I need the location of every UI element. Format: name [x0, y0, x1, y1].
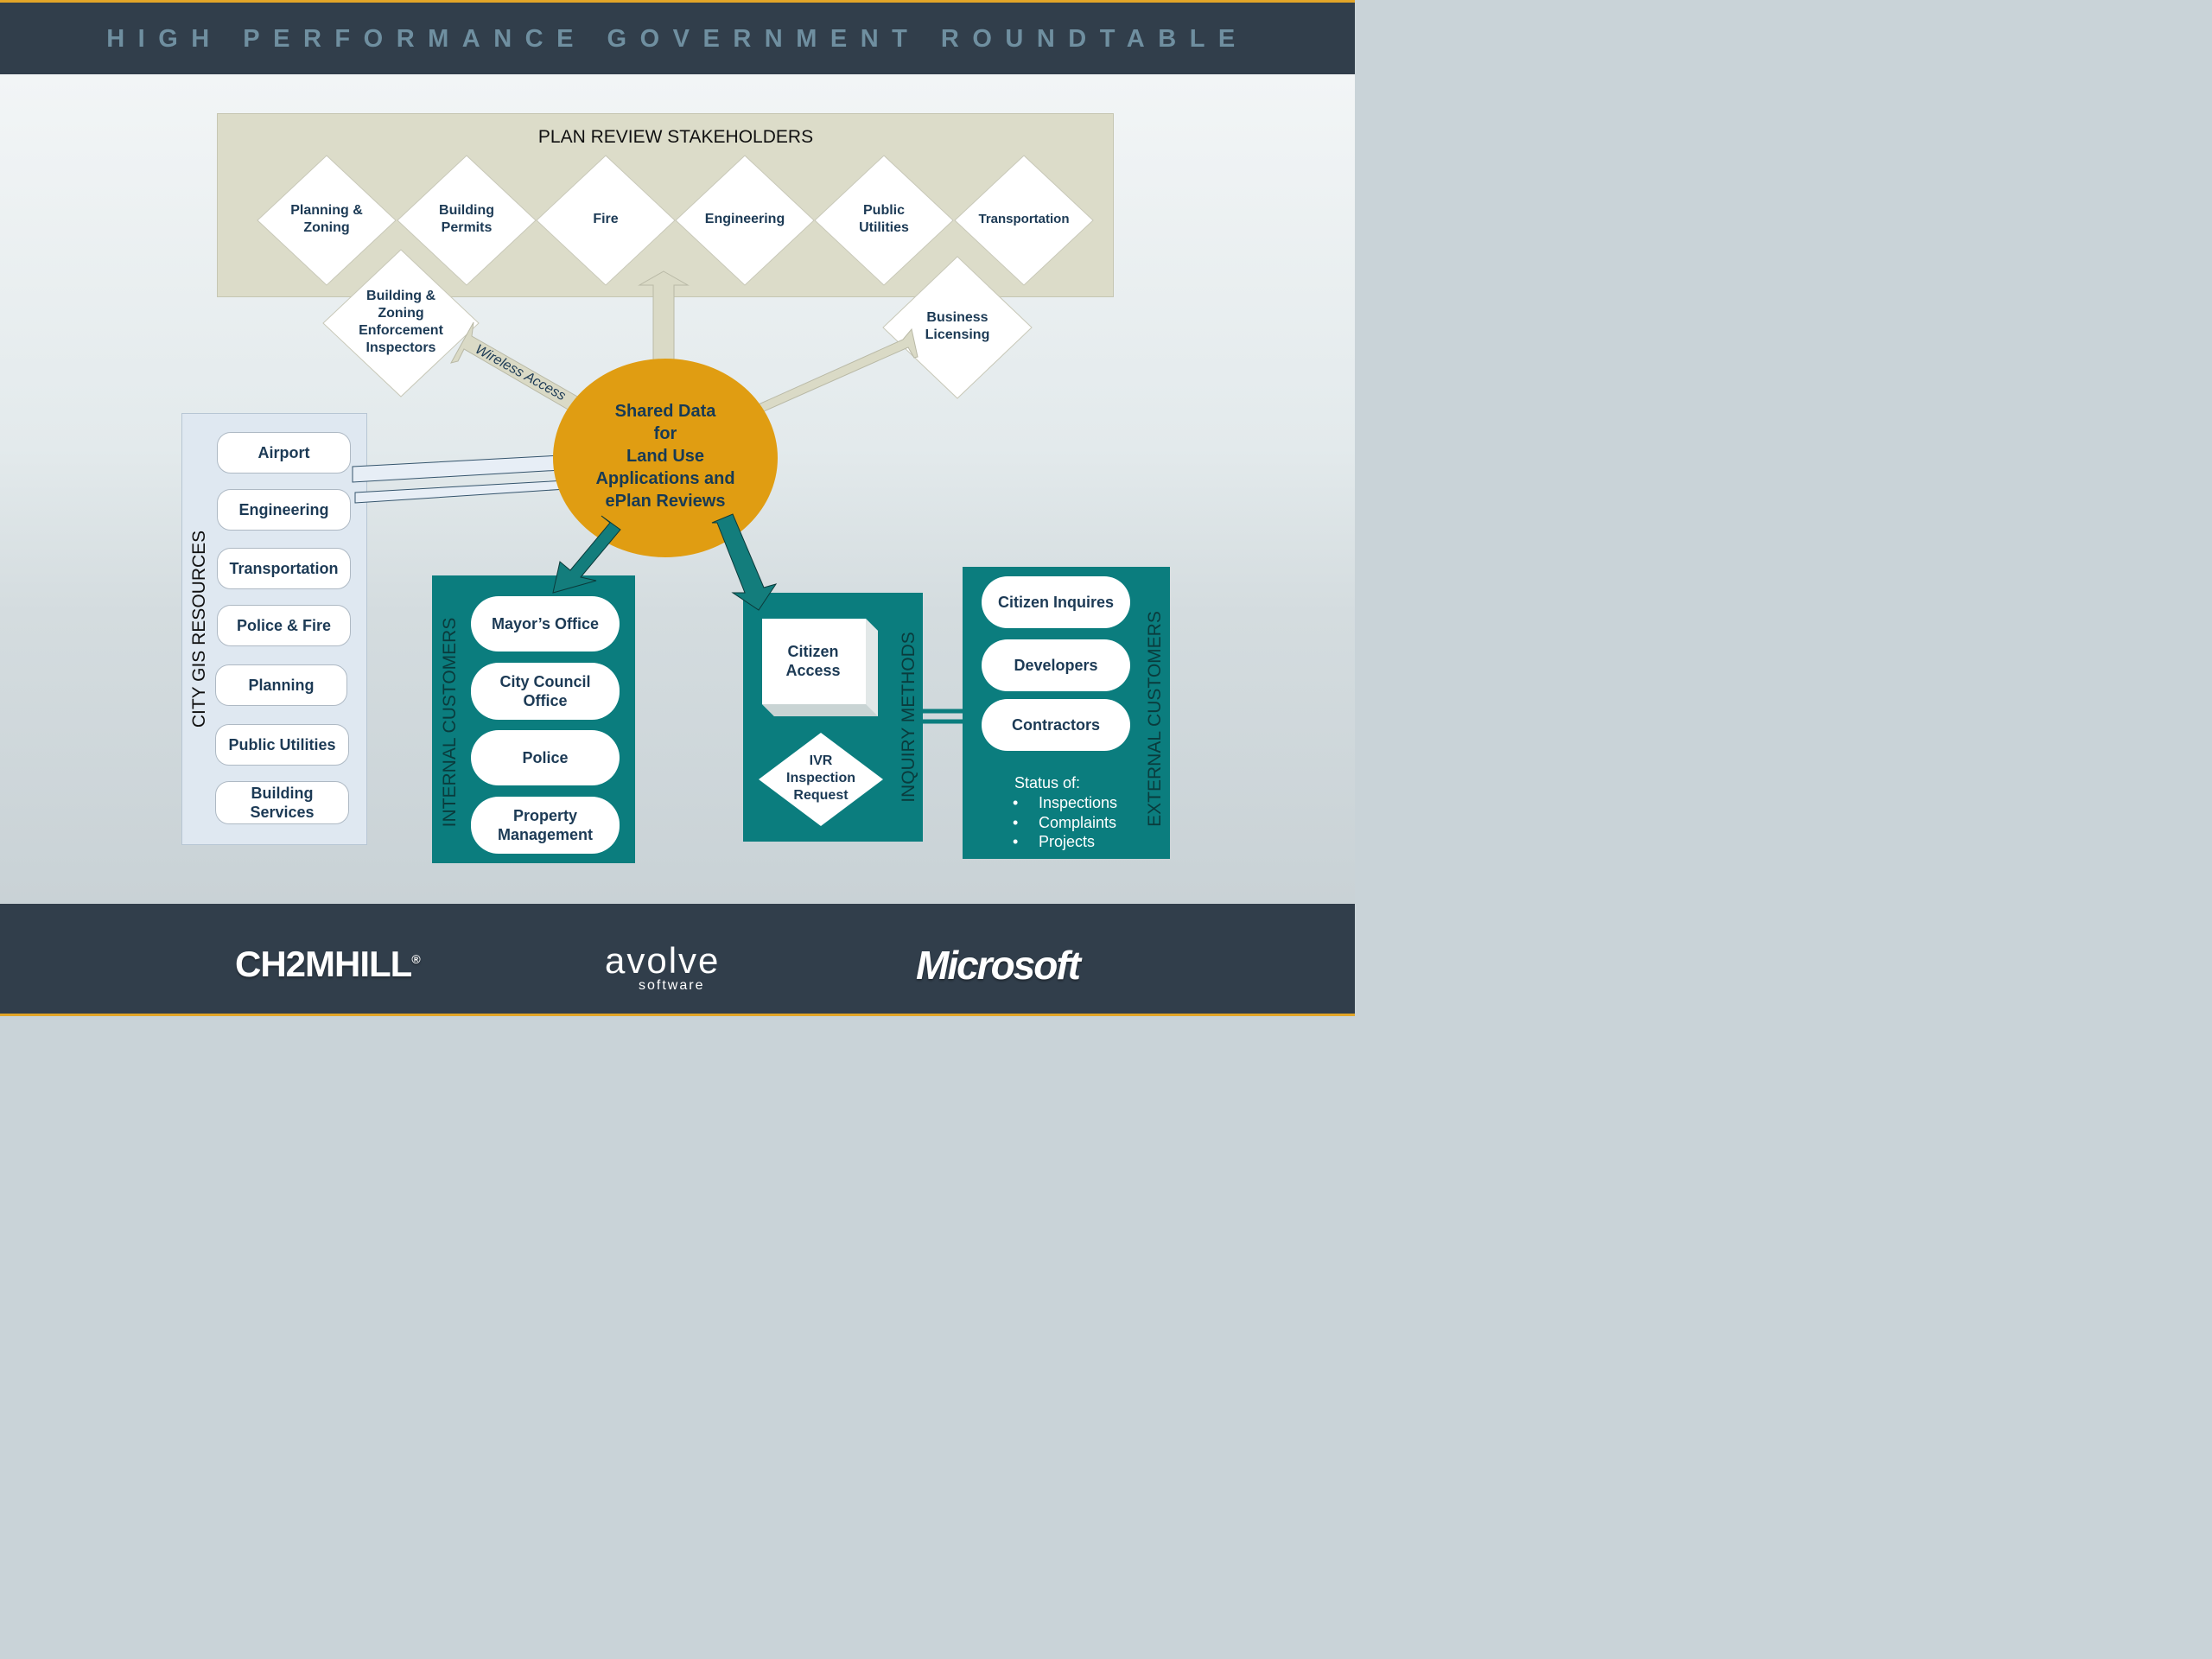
- stakeholder-building-permits: Building Permits: [439, 203, 494, 235]
- diamond-fire: [536, 155, 676, 286]
- diamond-engineering: [675, 155, 815, 286]
- business-licensing-label: Business Licensing: [925, 310, 990, 342]
- ivr-label: IVR Inspection Request: [785, 753, 856, 803]
- gis-item-engineering: Engineering: [217, 489, 351, 531]
- avolve-logo: avolve: [605, 940, 721, 981]
- hub-label: Shared Data for Land Use Applications an…: [595, 402, 735, 511]
- stakeholder-transportation: Transportation: [978, 212, 1070, 226]
- gis-item-building-services: Building Services: [215, 781, 349, 824]
- gis-item-airport: Airport: [217, 432, 351, 474]
- inspectors-label: Building & Zoning Enforcement Inspectors: [359, 289, 443, 355]
- citizen-access-label: Citizen Access: [785, 643, 841, 679]
- stakeholder-public-utilities: Public Utilities: [859, 203, 909, 235]
- diamond-business-licensing: [882, 256, 1033, 399]
- stakeholder-engineering: Engineering: [704, 212, 785, 226]
- hub-circle: [553, 359, 778, 557]
- diamond-transportation: [954, 155, 1094, 286]
- status-item: Complaints: [1013, 813, 1117, 833]
- internal-item-police: Police: [471, 730, 620, 785]
- footer-bar: [0, 904, 1355, 1016]
- citizen-access-box: [762, 619, 878, 716]
- gis-item-public-utilities: Public Utilities: [215, 724, 349, 766]
- external-item-citizen-inquires: Citizen Inquires: [982, 576, 1130, 628]
- diamond-public-utilities: [814, 155, 954, 286]
- arrow-gis-to-hub: [352, 443, 576, 483]
- status-item: Projects: [1013, 832, 1117, 852]
- status-list: Inspections Complaints Projects: [1013, 793, 1117, 852]
- gis-item-police-fire: Police & Fire: [217, 605, 351, 646]
- ivr-diamond: [759, 733, 883, 826]
- external-item-developers: Developers: [982, 639, 1130, 691]
- gis-item-transportation: Transportation: [217, 548, 351, 589]
- internal-item-city-council: City Council Office: [471, 663, 620, 720]
- stakeholder-fire: Fire: [593, 212, 619, 226]
- stakeholder-planning-zoning: Planning & Zoning: [290, 203, 363, 235]
- internal-item-property-management: Property Management: [471, 797, 620, 854]
- external-item-contractors: Contractors: [982, 699, 1130, 751]
- internal-item-mayors-office: Mayor’s Office: [471, 596, 620, 652]
- diamond-inspectors: [322, 249, 480, 397]
- connector-inquiry-external: [921, 709, 964, 724]
- arrow-hub-inquiry: [711, 513, 778, 611]
- gis-item-planning: Planning: [215, 664, 347, 706]
- arrow-hub-internal: [552, 515, 621, 594]
- ch2mhill-logo: CH2MHILL®: [235, 944, 421, 984]
- diamond-planning-zoning: [257, 155, 397, 286]
- diagram-shapes: [257, 155, 1094, 826]
- status-item: Inspections: [1013, 793, 1117, 813]
- status-title: Status of:: [1014, 774, 1081, 791]
- header-title: HIGH PERFORMANCE GOVERNMENT ROUNDTABLE: [106, 25, 1249, 53]
- microsoft-logo: Microsoft: [916, 943, 1081, 988]
- avolve-logo-subtext: software: [639, 978, 705, 993]
- header-bar: HIGH PERFORMANCE GOVERNMENT ROUNDTABLE: [0, 0, 1355, 74]
- stakeholder-diamonds: [257, 155, 1094, 286]
- diamond-building-permits: [397, 155, 537, 286]
- stakeholders-title: PLAN REVIEW STAKEHOLDERS: [537, 127, 814, 147]
